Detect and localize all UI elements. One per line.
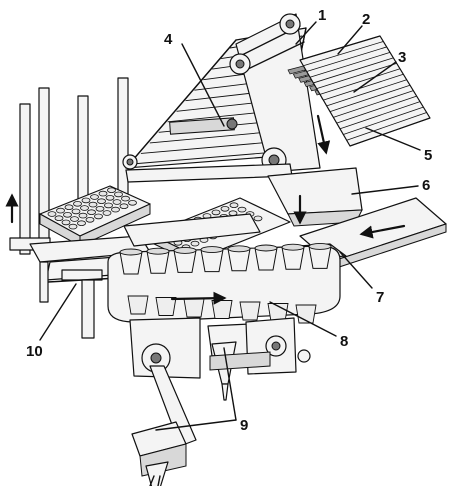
- chute-rib: [316, 62, 397, 90]
- chute-rib: [343, 106, 424, 135]
- chute-rib: [333, 90, 414, 118]
- tray-cell: [64, 204, 74, 211]
- chute-rib: [346, 112, 427, 141]
- chute-rib: [303, 41, 384, 67]
- tray-cell: [253, 215, 263, 222]
- callout-5: 5: [424, 147, 432, 164]
- tray-cell: [104, 202, 113, 209]
- cup-rim: [200, 246, 224, 254]
- conveyor-slat: [149, 130, 281, 144]
- tray-cell: [220, 206, 230, 212]
- conveyor-slat: [140, 141, 279, 154]
- tray-cell: [78, 212, 88, 219]
- planting-mechanism: [129, 317, 311, 486]
- planting-cup: [183, 298, 205, 318]
- callout-2: 2: [362, 11, 370, 28]
- chute-rib: [349, 117, 431, 147]
- chute-rib: [306, 46, 387, 72]
- tray-cell: [47, 211, 57, 217]
- planting-cup: [127, 295, 149, 315]
- planting-cup: [155, 297, 177, 316]
- tray-cell: [54, 215, 64, 222]
- tray-cell: [71, 208, 81, 215]
- chute-rib: [329, 84, 411, 112]
- cup-rim: [281, 243, 305, 251]
- chute-rib: [299, 35, 381, 61]
- callout-4: 4: [164, 31, 173, 48]
- left-seedling-tray: [39, 185, 151, 247]
- chute-rib: [309, 52, 391, 78]
- cup-ring: [107, 242, 341, 324]
- tray-cell: [88, 201, 98, 208]
- cup-rim: [173, 246, 197, 254]
- tray-cell: [107, 187, 116, 194]
- tray-cell: [56, 207, 65, 214]
- gripper-assembly: [287, 35, 431, 155]
- tray-cell: [121, 195, 130, 202]
- callout-10: 10: [26, 343, 43, 360]
- callout-6: 6: [422, 177, 430, 194]
- tray-cell: [229, 202, 239, 209]
- tray-cell: [81, 197, 91, 204]
- tray-cell: [87, 209, 96, 216]
- chute-rib: [326, 79, 407, 107]
- tray-cell: [73, 201, 82, 207]
- planting-cup: [211, 300, 233, 319]
- planting-cup: [239, 301, 261, 321]
- tray-cell: [63, 212, 72, 218]
- callout-labels: 1 2 3 4 5 6 7 8 9 10: [26, 7, 432, 434]
- upper-conveyor-frame: [122, 13, 321, 183]
- tray-cell: [94, 213, 103, 220]
- cup-rim: [308, 242, 332, 250]
- conveyor-slat: [131, 151, 277, 165]
- tray-cell: [98, 190, 108, 197]
- leader-lines: [39, 21, 421, 431]
- cup-rim: [254, 244, 278, 252]
- tray-cell: [90, 194, 99, 200]
- tray-cell: [95, 206, 105, 212]
- tray-cell: [68, 223, 78, 230]
- callout-7: 7: [376, 289, 384, 306]
- cup-rim: [119, 248, 143, 256]
- tray-cell: [114, 191, 123, 198]
- tray-cell: [190, 240, 200, 247]
- chute-rib: [339, 101, 421, 130]
- tray-cell: [119, 203, 129, 210]
- tray-cell: [105, 195, 115, 201]
- callout-1: 1: [318, 7, 326, 24]
- callout-8: 8: [340, 333, 348, 350]
- chute-rib: [313, 57, 394, 84]
- tray-cell: [102, 210, 112, 216]
- cup-rim: [146, 247, 170, 255]
- tray-cell: [128, 200, 137, 206]
- tray-cell: [85, 217, 95, 223]
- callout-3: 3: [398, 49, 406, 66]
- tray-cell: [112, 199, 122, 205]
- chute-rib: [323, 73, 404, 101]
- left-posts: [9, 77, 129, 255]
- tray-cell: [77, 220, 86, 227]
- tray-cell: [61, 219, 71, 226]
- tray-cell: [80, 205, 89, 211]
- guide-plate: [267, 167, 363, 227]
- tray-cell: [211, 209, 221, 216]
- tray-cell: [97, 198, 106, 205]
- tray-cell: [111, 206, 120, 213]
- cup-rim: [227, 245, 251, 253]
- tray-cell: [237, 206, 247, 213]
- tray-cell: [70, 216, 79, 222]
- callout-9: 9: [240, 417, 248, 434]
- chute-rib: [336, 95, 417, 124]
- chute-rib: [319, 68, 401, 95]
